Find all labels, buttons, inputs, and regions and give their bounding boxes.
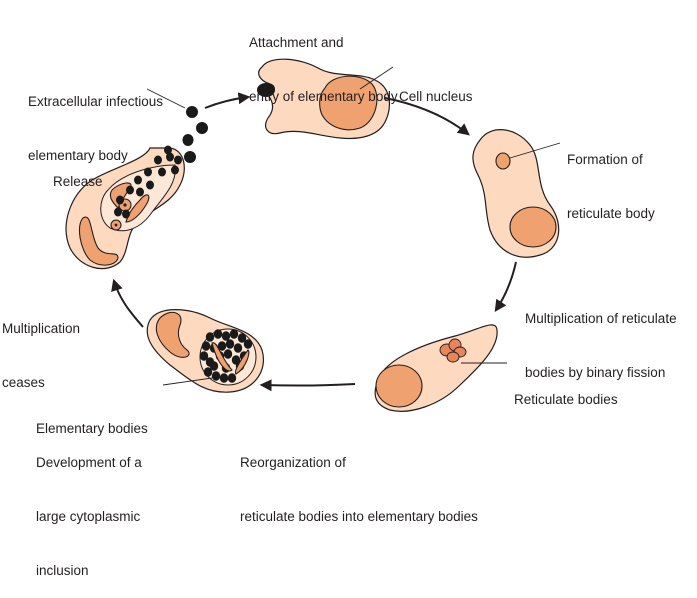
- elementary-body-dot: [219, 373, 229, 383]
- elementary-body-dot: [227, 373, 237, 383]
- cell-attachment: [257, 58, 390, 140]
- leader-elementary-bodies: [162, 377, 213, 386]
- elementary-body-dot: [233, 343, 243, 353]
- label-cell-nucleus: Cell nucleus: [399, 89, 473, 104]
- cell-reticulate-formation: [472, 129, 560, 258]
- extracellular-elementary-bodies: [182, 106, 208, 163]
- label-elementary-bodies: Elementary bodies: [36, 421, 148, 436]
- release-elementary-bodies: [114, 145, 182, 219]
- elementary-body-dot: [164, 145, 172, 155]
- label-extracellular-eb: Extracellular infectious elementary body: [28, 94, 164, 163]
- elementary-body-dot: [144, 167, 152, 177]
- elementary-body-dot: [171, 165, 179, 175]
- leader-extracellular: [146, 88, 186, 109]
- chlamydia-cycle-diagram: [65, 58, 561, 412]
- elementary-body-dot: [237, 333, 247, 343]
- elementary-body-dot: [134, 175, 142, 185]
- arrow-eb-to-attachment: [204, 92, 251, 109]
- cell-release: [65, 145, 185, 270]
- label-attachment: Attachment and entry of elementary body: [249, 35, 398, 104]
- label-multiplication-ceases: Multiplication ceases: [2, 321, 81, 390]
- elementary-body-dot: [211, 371, 221, 381]
- elementary-body-dot: [223, 349, 233, 359]
- label-inclusion-development: Development of a large cytoplasmic inclu…: [36, 455, 142, 578]
- elementary-body-dot: [201, 341, 211, 351]
- elementary-body-dot: [221, 331, 231, 341]
- cell-inclusion: [146, 309, 264, 393]
- elementary-body-dot: [122, 209, 130, 219]
- elementary-body-dot: [154, 155, 162, 165]
- arrow-fission-to-reorganization: [259, 379, 356, 392]
- elementary-body-dot: [158, 167, 166, 177]
- elementary-body-dot: [114, 207, 122, 217]
- arrow-attachment-to-formation: [384, 97, 470, 136]
- elementary-body-dot: [229, 329, 239, 339]
- cell-reticulate-bodies: [374, 324, 498, 412]
- elementary-body-dot: [243, 339, 253, 349]
- reticulate-body-shape: [495, 152, 511, 170]
- arrow-formation-to-fission: [494, 261, 517, 312]
- label-reorganization: Reorganization of reticulate bodies into…: [240, 455, 478, 524]
- leader-cell-nucleus: [359, 66, 394, 90]
- elementary-body-dot: [166, 152, 174, 162]
- elementary-body-dot: [126, 185, 134, 195]
- label-reticulate-formation: Formation of reticulate body: [567, 152, 655, 221]
- label-binary-fission: Multiplication of reticulate bodies by b…: [525, 311, 677, 380]
- elementary-body-dot: [146, 180, 154, 190]
- elementary-body-dot: [217, 341, 227, 351]
- elementary-body-dot: [199, 351, 209, 361]
- cell-nucleus-shape: [319, 75, 378, 131]
- attaching-elementary-body: [257, 83, 275, 97]
- label-release: Release: [53, 174, 103, 189]
- leader-reticulate-formation: [509, 142, 561, 159]
- elementary-body-dot: [213, 329, 223, 339]
- reticulate-bodies-cluster: [439, 338, 467, 363]
- elementary-body-dot: [174, 155, 182, 165]
- elementary-body-dot: [203, 367, 213, 377]
- elementary-body-dot: [136, 187, 144, 197]
- label-reticulate-bodies: Reticulate bodies: [514, 392, 618, 407]
- elementary-body-dot: [116, 195, 124, 205]
- elementary-body-dot: [205, 332, 215, 342]
- elementary-body-dot: [209, 361, 219, 371]
- elementary-body-dot: [225, 339, 235, 349]
- arrow-inclusion-to-release: [111, 278, 144, 328]
